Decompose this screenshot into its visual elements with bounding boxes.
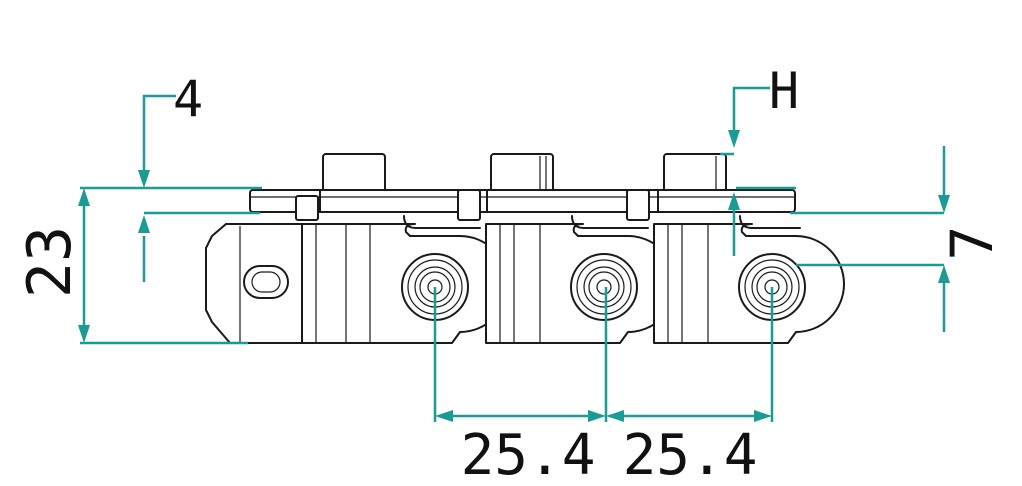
dimension-height: 23 — [15, 186, 262, 345]
end-slot — [243, 265, 289, 299]
top-plate — [249, 189, 796, 221]
dimension-plate-thickness-label: 4 — [173, 70, 203, 128]
dimension-pitch: 25.4 25.4 — [433, 287, 774, 486]
dimension-height-label: 23 — [15, 226, 85, 298]
dimension-pitch-1-label: 25.4 — [461, 423, 596, 486]
dimension-plate-thickness: 4 — [138, 70, 260, 282]
chain-assembly — [205, 153, 845, 344]
top-lugs — [322, 153, 727, 193]
dimension-pin-offset-label: 7 — [938, 226, 1006, 261]
dimension-pin-offset: 7 — [736, 146, 1006, 332]
dimension-pitch-2-label: 25.4 — [623, 423, 758, 486]
pin-boss-2 — [570, 253, 638, 321]
dimension-link-height-label: H — [769, 62, 799, 120]
dimension-link-height: H — [720, 62, 799, 256]
